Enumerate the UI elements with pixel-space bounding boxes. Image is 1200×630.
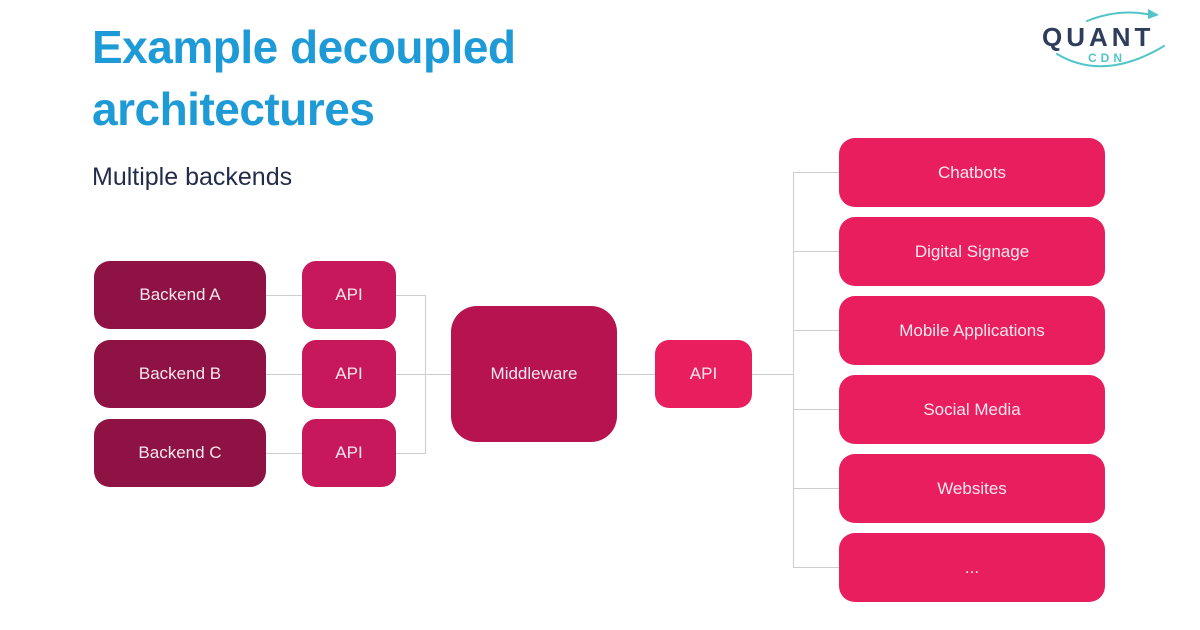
api-a-label: API [335, 285, 363, 304]
frontend-mobile-applications-label: Mobile Applications [899, 320, 1045, 340]
backend-b-box: Backend B [94, 340, 266, 408]
api-main-box: API [655, 340, 752, 408]
frontend-more-box: ... [839, 533, 1105, 602]
connector-bus-mobile-applications [793, 330, 839, 331]
backend-b-label: Backend B [138, 364, 222, 383]
connector-middleware-api [617, 374, 655, 375]
middleware-label: Middleware [490, 364, 578, 383]
connector-backend-b-api [266, 374, 302, 375]
page-title: Example decoupled architectures [92, 16, 516, 140]
api-main-label: API [689, 364, 718, 383]
frontend-chatbots-label: Chatbots [937, 162, 1007, 182]
connector-bus-chatbots [793, 172, 839, 173]
title-line-1: Example decoupled [92, 21, 516, 73]
backend-c-label: Backend C [138, 443, 222, 462]
api-c-box: API [302, 419, 396, 487]
backend-a-label: Backend A [139, 285, 221, 304]
connector-bus-social-media [793, 409, 839, 410]
frontend-websites-box: Websites [839, 454, 1105, 523]
connector-bus-digital-signage [793, 251, 839, 252]
api-c-label: API [335, 443, 363, 462]
api-a-box: API [302, 261, 396, 329]
frontend-websites-label: Websites [937, 478, 1007, 498]
connector-api-c-bus [396, 453, 426, 454]
api-b-box: API [302, 340, 396, 408]
connector-bus-more [793, 567, 839, 568]
connector-api-rightbus [752, 374, 793, 375]
backend-c-box: Backend C [94, 419, 266, 487]
subtitle: Multiple backends [92, 163, 293, 191]
quantcdn-logo: QUANT CDN [1042, 9, 1165, 68]
connector-backend-a-api [266, 295, 302, 296]
middleware-box: Middleware [451, 306, 617, 442]
frontend-chatbots-box: Chatbots [839, 138, 1105, 207]
connector-bus-websites [793, 488, 839, 489]
connector-api-a-bus [396, 295, 426, 296]
logo-arrow-icon [1148, 9, 1159, 19]
frontend-digital-signage-label: Digital Signage [914, 241, 1030, 261]
logo-bottom-swoosh-icon [1056, 45, 1165, 68]
title-line-2: architectures [92, 83, 375, 135]
connector-backend-c-api [266, 453, 302, 454]
frontend-digital-signage-box: Digital Signage [839, 217, 1105, 286]
frontend-social-media-label: Social Media [923, 399, 1021, 419]
frontend-mobile-applications-box: Mobile Applications [839, 296, 1105, 365]
connector-bus-middleware [396, 374, 451, 375]
backend-a-box: Backend A [94, 261, 266, 329]
api-b-label: API [335, 364, 363, 383]
logo-top-swoosh-icon [1086, 11, 1152, 22]
frontend-social-media-box: Social Media [839, 375, 1105, 444]
logo-brand-text: QUANT [1042, 22, 1154, 52]
connector-right-bus [793, 172, 794, 568]
logo-sub-text: CDN [1088, 51, 1126, 65]
frontend-more-label: ... [964, 557, 980, 577]
